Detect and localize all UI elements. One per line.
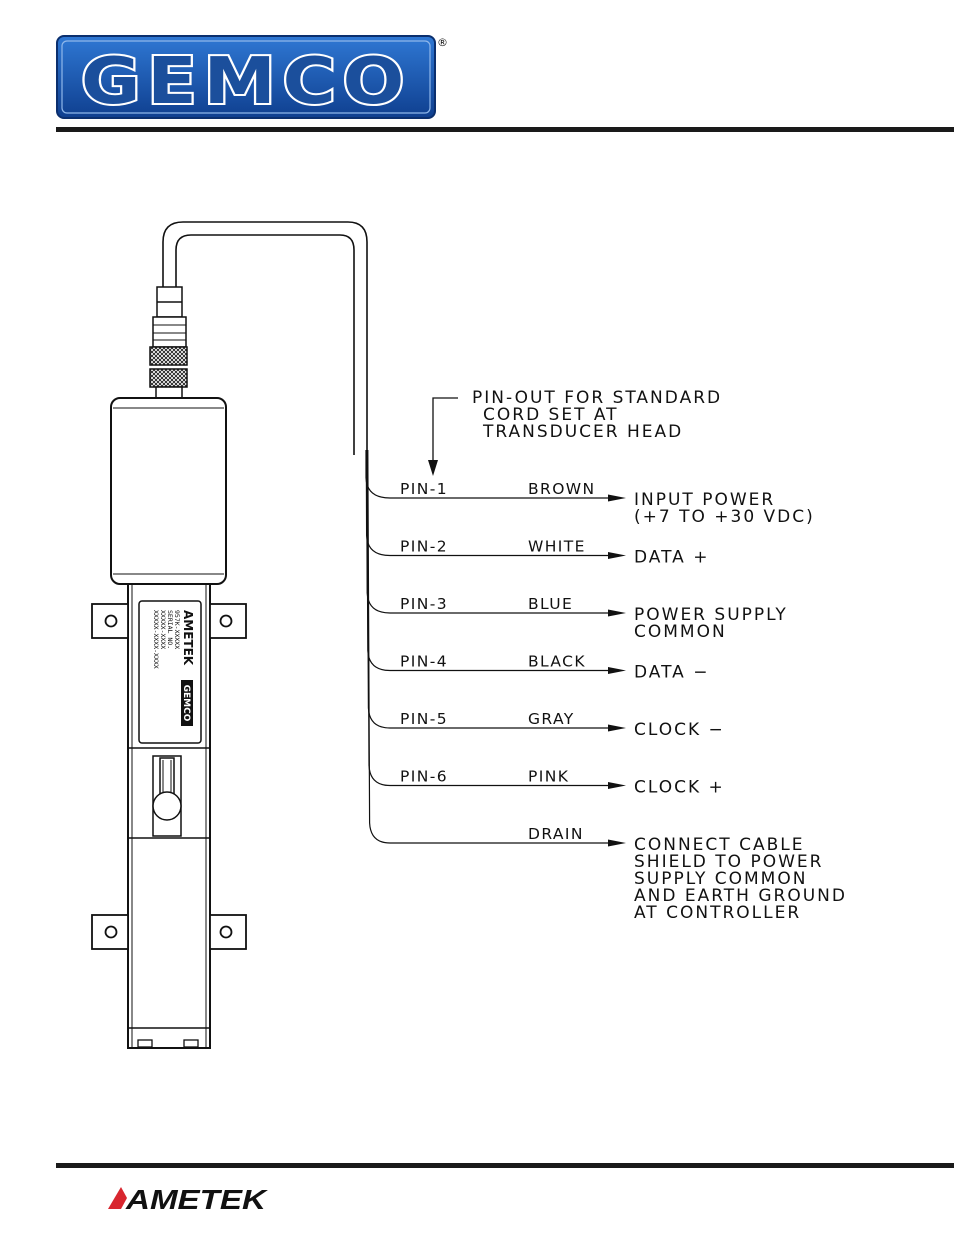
label-line-2: SERIAL NO. bbox=[166, 610, 174, 649]
ametek-logo-mark bbox=[108, 1187, 127, 1209]
footer-rule bbox=[56, 1163, 954, 1168]
title-leader-arrow bbox=[428, 460, 438, 476]
wire-color-label: WHITE bbox=[528, 538, 586, 556]
wire-color-label: BLUE bbox=[528, 595, 573, 613]
wire-function-label: AT CONTROLLER bbox=[634, 903, 801, 923]
wire-function-label: DATA − bbox=[634, 663, 709, 683]
wire-row: PIN-2 WHITE DATA + bbox=[365, 449, 709, 568]
transducer-cable bbox=[162, 221, 368, 455]
header-rule bbox=[56, 127, 954, 132]
wire-arrow bbox=[608, 609, 626, 617]
wire-pin-label: PIN-5 bbox=[400, 710, 448, 728]
mounting-foot-bottom-left bbox=[91, 914, 129, 950]
wire-arrow bbox=[608, 724, 626, 732]
logo-wordmark: GEMCO bbox=[81, 45, 411, 119]
wire-function-label: SUPPLY COMMON bbox=[634, 869, 807, 889]
mounting-feet bbox=[91, 603, 247, 950]
label-line-4: XXXXX-XXXX-XXXX bbox=[152, 610, 160, 669]
wire-function-label: CLOCK + bbox=[634, 778, 725, 798]
ametek-logo: AMETEK bbox=[108, 1184, 268, 1215]
cordset-connector bbox=[149, 286, 188, 399]
wire-pin-label: PIN-2 bbox=[400, 538, 448, 556]
wire-pin-label: PIN-6 bbox=[400, 768, 448, 786]
wire-function-label: AND EARTH GROUND bbox=[634, 886, 847, 906]
wire-function-label: INPUT POWER bbox=[634, 490, 775, 510]
title-leader-line bbox=[432, 397, 458, 462]
wire-function-label: DATA + bbox=[634, 548, 709, 568]
wire-arrow bbox=[608, 667, 626, 674]
wire-line bbox=[366, 449, 612, 614]
label-line-3: XXXXX-XXXX bbox=[159, 610, 167, 649]
pinout-title: PIN-OUT FOR STANDARD CORD SET AT TRANSDU… bbox=[428, 388, 722, 476]
mounting-foot-top-right bbox=[209, 603, 247, 639]
wire-function-label: CONNECT CABLE bbox=[634, 835, 804, 855]
wire-line bbox=[367, 449, 612, 844]
wire-arrow bbox=[608, 782, 626, 789]
wire-pin-label: PIN-3 bbox=[400, 595, 448, 613]
title-line-2: CORD SET AT bbox=[483, 405, 619, 425]
registered-mark: ® bbox=[437, 36, 448, 49]
ametek-wordmark: AMETEK bbox=[125, 1184, 268, 1215]
wire-function-label: POWER SUPPLY bbox=[634, 605, 788, 625]
product-label: AMETEK 957K-XXXXX SERIAL NO. XXXXX-XXXX … bbox=[138, 600, 202, 744]
label-side-logo: GEMCO bbox=[181, 685, 191, 722]
wire-pin-label: PIN-1 bbox=[400, 480, 448, 498]
title-line-1: PIN-OUT FOR STANDARD bbox=[472, 388, 722, 408]
label-brand: AMETEK bbox=[181, 610, 195, 666]
wire-arrow bbox=[608, 839, 626, 847]
wire-row: PIN-1 BROWN INPUT POWER(+7 TO +30 VDC) bbox=[365, 450, 815, 527]
wire-function-label: SHIELD TO POWER bbox=[634, 852, 823, 872]
wire-arrow bbox=[608, 494, 626, 502]
wire-line bbox=[366, 449, 612, 787]
wire-color-label: BLACK bbox=[528, 653, 586, 671]
wire-color-label: PINK bbox=[528, 768, 569, 786]
end-cap bbox=[137, 1039, 199, 1048]
wire-color-label: BROWN bbox=[528, 480, 596, 498]
wire-arrow bbox=[608, 552, 626, 559]
mounting-foot-bottom-right bbox=[209, 914, 247, 950]
wire-function-label: CLOCK − bbox=[634, 720, 725, 740]
position-magnet bbox=[152, 755, 182, 837]
wire-pin-label: PIN-4 bbox=[400, 653, 448, 671]
gemco-logo: GEMCO bbox=[56, 35, 436, 121]
wire-row: PIN-6 PINK CLOCK + bbox=[366, 449, 725, 798]
wire-color-label: DRAIN bbox=[528, 825, 584, 843]
mounting-foot-top-left bbox=[91, 603, 129, 639]
wire-function-label: COMMON bbox=[634, 622, 727, 642]
title-line-3: TRANSDUCER HEAD bbox=[482, 422, 683, 442]
wire-function-label: (+7 TO +30 VDC) bbox=[634, 507, 815, 527]
label-line-1: 957K-XXXXX bbox=[173, 610, 181, 649]
wire-color-label: GRAY bbox=[528, 710, 575, 728]
